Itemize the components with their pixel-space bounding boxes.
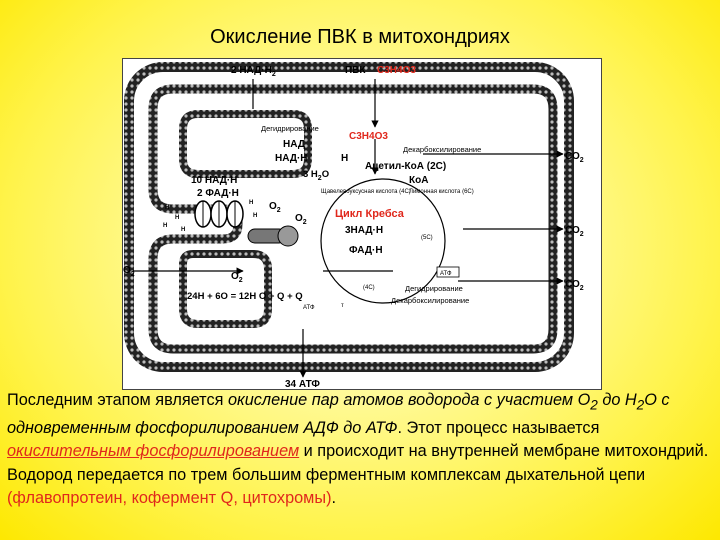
label-eq-t: т: [341, 303, 344, 309]
para-s2-sub: 2: [590, 397, 598, 413]
label-h2: Н: [341, 153, 348, 164]
label-co2-1: СО2: [565, 151, 584, 164]
svg-text:Н: Н: [181, 227, 185, 233]
outer-membrane: [124, 62, 574, 372]
label-dehydrogenation-bottom: Дегидрирование: [405, 284, 463, 293]
krebs-cycle-circle: [320, 178, 446, 304]
label-2nadh: 2 НАД·Н2: [231, 65, 276, 78]
svg-text:Н: Н: [253, 213, 257, 219]
para-s6: окислительным фосфорилированием: [7, 442, 300, 461]
para-s4: О с одновременным фосфорилированием АДФ …: [7, 391, 670, 437]
label-equation: 24Н + 6О = 12Н О + Q + Q: [187, 291, 303, 302]
label-10nadh: 10 НАД·Н: [191, 175, 237, 186]
label-eq-atf: АТФ: [303, 305, 315, 311]
label-nad: НАД: [283, 139, 305, 150]
label-34atp: 34 АТФ: [285, 379, 320, 389]
svg-text:Н: Н: [175, 215, 179, 221]
para-s5: . Этот процесс называется: [397, 418, 600, 437]
para-s1: Последним этапом является: [7, 391, 228, 409]
description-paragraph: Последним этапом является окисление пар …: [7, 389, 713, 511]
proton-labels: Н Н Н Н Н Н: [163, 200, 257, 233]
para-s2: окисление пар атомов водорода с участием…: [227, 391, 591, 409]
para-s3-sub: 2: [636, 397, 645, 413]
label-co2-3: СО2: [565, 279, 584, 292]
label-acetyl-coa: Ацетил-КоА (2С): [365, 161, 446, 172]
svg-text:Н: Н: [249, 200, 253, 206]
label-pvk: ПВК: [345, 65, 366, 76]
label-5c: (5С): [421, 235, 433, 241]
label-oxaloacetic: Щавелевоуксусная кислота (4С): [321, 189, 411, 195]
label-2fadh: 2 ФАД·Н: [197, 188, 239, 199]
slide-title: Окисление ПВК в митохондриях: [210, 26, 510, 48]
label-atp-box: АТФ: [440, 271, 452, 277]
para-s9: .: [331, 489, 337, 508]
label-o2-left2: О2: [295, 213, 307, 226]
label-c3h4o3-inner: С3Н4О3: [349, 131, 388, 142]
para-s8: (флавопротеин, кофермент Q, цитохромы): [7, 489, 332, 508]
label-krebs: Цикл Кребса: [335, 208, 405, 220]
label-dehydrogenation-top: Дегидрирование: [261, 124, 319, 133]
label-nadh2: НАД·Н: [275, 153, 308, 164]
label-decarbox-bottom: Декарбоксилирование: [391, 296, 469, 305]
label-o2-inner: О2: [231, 271, 243, 284]
label-citric: Лимонная кислота (6С): [409, 189, 474, 195]
para-s3: до Н: [597, 391, 637, 409]
proton-channels: [194, 200, 244, 228]
label-fadh2: ФАД·Н: [349, 245, 383, 256]
svg-text:Н: Н: [163, 223, 167, 229]
label-koa: КоА: [409, 175, 428, 186]
label-o2-left1: О2: [269, 201, 281, 214]
label-c3h4o3-top: С3Н4О3: [377, 65, 416, 76]
label-co2-2: СО2: [565, 225, 584, 238]
label-3h2o: 3 Н2О: [303, 169, 329, 182]
label-4c: (4С): [363, 285, 375, 291]
atp-synthase: [247, 225, 299, 247]
flow-arrows: [133, 79, 564, 378]
mitochondria-diagram: 2 НАД·Н2 ПВК С3Н4О3 Дегидрирование С3Н4О…: [122, 58, 602, 390]
atp-box: [436, 266, 460, 278]
label-decarbox-top: Декарбоксилирование: [403, 145, 481, 154]
para-s7: и происходит на внутренней мембране мито…: [7, 442, 709, 484]
label-3nadh: 3НАД·Н: [345, 225, 383, 236]
label-o2-outer: О2: [123, 265, 135, 278]
svg-text:Н: Н: [165, 205, 169, 211]
